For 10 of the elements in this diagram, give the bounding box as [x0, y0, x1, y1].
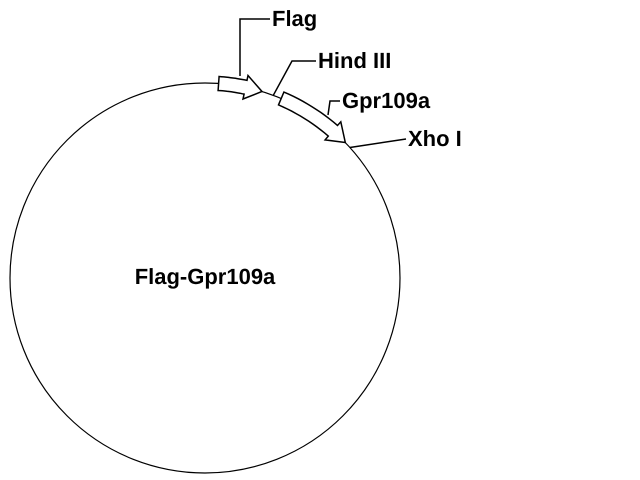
feature-label: Flag: [272, 6, 318, 32]
feature-label: Gpr109a: [342, 88, 430, 114]
feature-label: Xho I: [408, 126, 462, 152]
leader-line: [239, 18, 270, 76]
leader-line: [350, 138, 406, 148]
feature-label: Hind III: [318, 48, 392, 74]
plasmid-name: Flag-Gpr109a: [134, 264, 276, 289]
leader-line: [272, 60, 316, 96]
feature-arrow: [217, 74, 264, 100]
leader-line: [327, 100, 340, 116]
